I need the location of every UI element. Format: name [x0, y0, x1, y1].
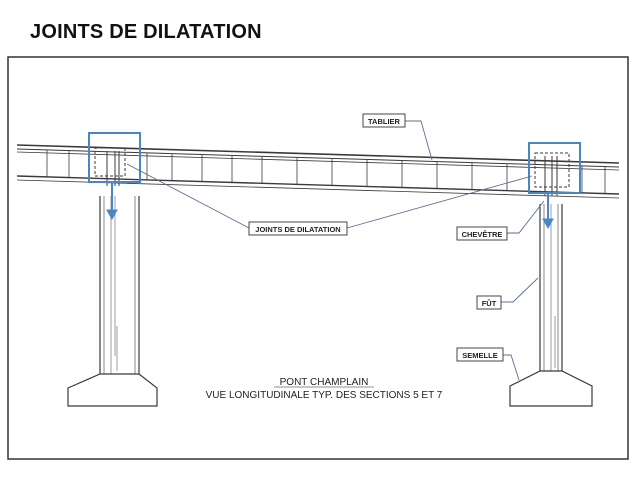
drawing-caption: PONT CHAMPLAIN VUE LONGITUDINALE TYP. DE… [206, 377, 443, 401]
tablier-leader [405, 120, 433, 161]
joints-leader-left [126, 163, 250, 229]
label-tablier-text: TABLIER [368, 117, 401, 126]
label-chevetre: CHEVÊTRE [456, 226, 508, 241]
joints-leader-right [346, 175, 533, 229]
label-semelle: SEMELLE [456, 347, 504, 362]
fut-leader [501, 277, 539, 303]
right-joint-arrow [542, 193, 554, 230]
frame-border [7, 56, 629, 460]
label-fut-text: FÛT [482, 299, 497, 308]
bridge-elevation-drawing: TABLIER JOINTS DE DILATATION CHEVÊTRE FÛ… [7, 56, 629, 460]
left-joint-highlight [88, 132, 141, 183]
left-joint-arrow [106, 182, 118, 221]
label-joints: JOINTS DE DILATATION [248, 221, 348, 236]
drawing-frame: TABLIER JOINTS DE DILATATION CHEVÊTRE FÛ… [7, 56, 629, 460]
left-pier [67, 147, 158, 407]
chevetre-leader [507, 200, 545, 234]
caption-line-2: VUE LONGITUDINALE TYP. DES SECTIONS 5 ET… [206, 390, 443, 401]
right-pier [509, 152, 593, 407]
caption-line-1: PONT CHAMPLAIN [280, 377, 369, 388]
page-title: JOINTS DE DILATATION [30, 21, 262, 43]
label-fut: FÛT [476, 295, 502, 310]
label-semelle-text: SEMELLE [462, 351, 497, 360]
right-joint-highlight [528, 142, 581, 194]
semelle-leader [503, 354, 520, 381]
label-tablier: TABLIER [362, 113, 406, 128]
label-chevetre-text: CHEVÊTRE [462, 230, 503, 239]
label-joints-text: JOINTS DE DILATATION [255, 225, 340, 234]
